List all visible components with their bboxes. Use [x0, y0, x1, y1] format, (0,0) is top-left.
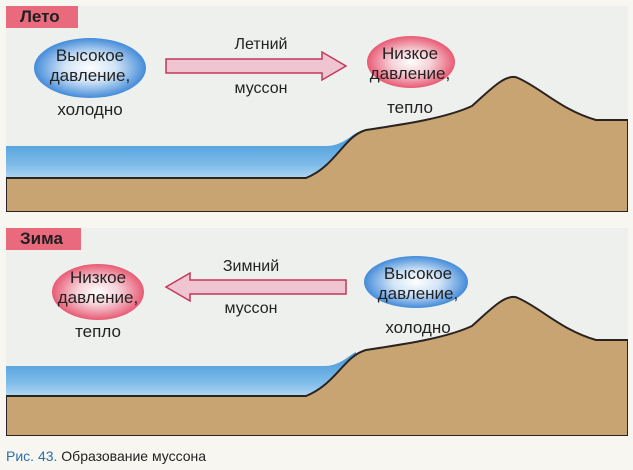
- winter-panel: Зима Низкое давление, тепло Высокое давл…: [6, 228, 628, 436]
- winter-left-blob-text: Низкое давление, тепло: [57, 268, 139, 341]
- winter-high-pressure-blob: [364, 256, 468, 308]
- summer-right-blob-text: Низкое давление, тепло: [369, 44, 451, 117]
- summer-low-pressure-blob: [367, 36, 455, 88]
- summer-monsoon-label-bottom: муссон: [234, 80, 288, 97]
- summer-scene: [6, 6, 628, 212]
- winter-scene: [6, 228, 628, 436]
- winter-low-pressure-blob: [52, 264, 144, 320]
- summer-wind-arrow: [165, 50, 348, 82]
- summer-monsoon-label-top: Летний: [234, 36, 288, 53]
- winter-wind-arrow: [164, 271, 347, 303]
- summer-land: [6, 75, 628, 212]
- figure-title: Образование муссона: [61, 448, 207, 464]
- winter-label: Зима: [6, 228, 81, 250]
- summer-label: Лето: [6, 6, 78, 28]
- figure-number: Рис. 43.: [6, 448, 58, 464]
- summer-sea: [6, 132, 358, 186]
- summer-panel: Лето Высокое давление, холодно Низкое да…: [6, 6, 628, 212]
- summer-high-pressure-blob: [34, 38, 146, 98]
- figure-caption: Рис. 43. Образование муссона: [6, 448, 206, 464]
- winter-land: [6, 295, 628, 436]
- summer-left-blob-text: Высокое давление, холодно: [49, 46, 131, 119]
- winter-monsoon-label-top: Зимний: [222, 258, 280, 275]
- winter-sea: [6, 352, 356, 402]
- winter-right-blob-text: Высокое давление, холодно: [377, 264, 459, 337]
- winter-monsoon-label-bottom: муссон: [224, 300, 278, 317]
